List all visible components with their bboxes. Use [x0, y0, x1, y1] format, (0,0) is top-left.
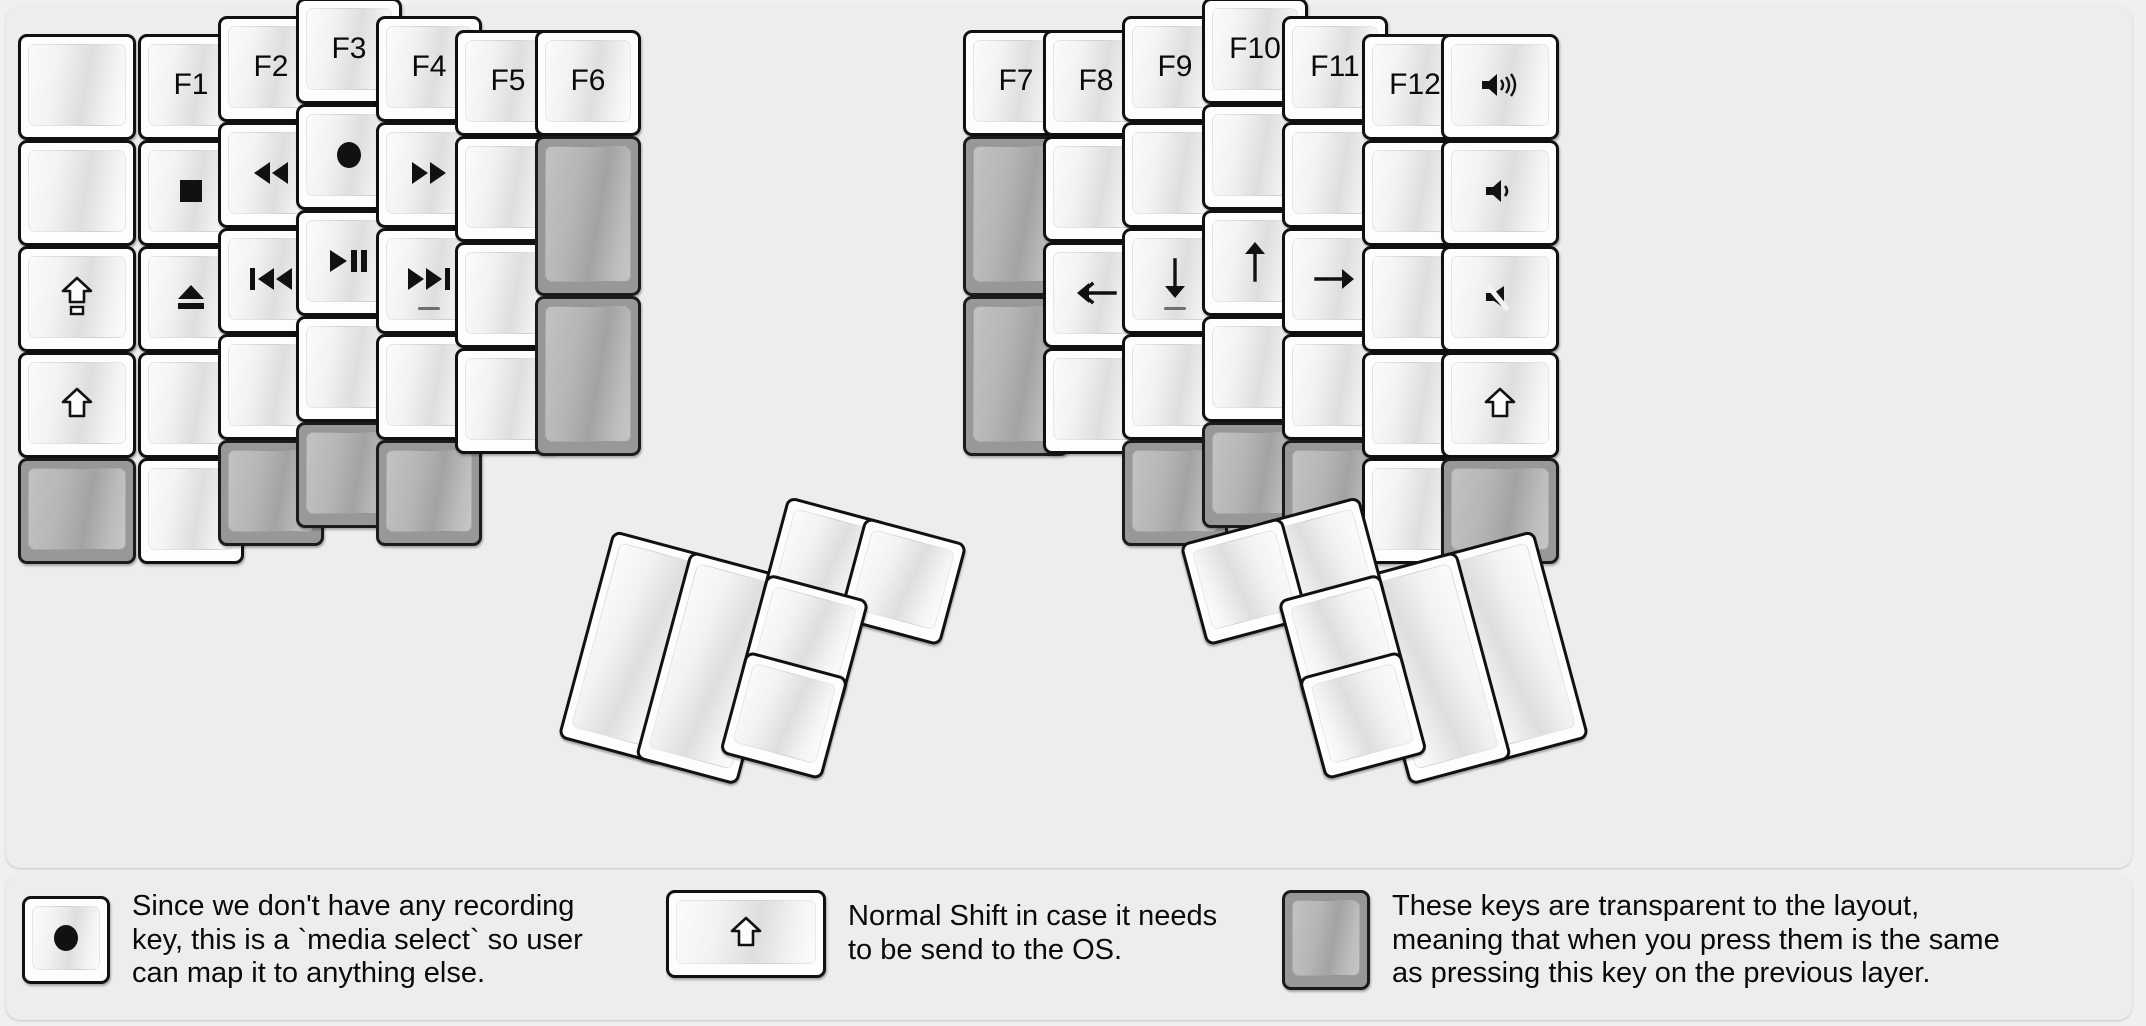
keycap-face	[386, 450, 472, 532]
keycap-label: F5	[490, 64, 526, 97]
keycap-label: F8	[1078, 64, 1114, 97]
keycap-face	[28, 468, 126, 550]
col-outer-right-key-3[interactable]	[1441, 246, 1559, 352]
prev-track-icon	[246, 264, 296, 294]
keycap-label: F10	[1229, 32, 1281, 65]
col-outer-right-key-1[interactable]	[1441, 34, 1559, 140]
volume-down-icon	[1482, 176, 1518, 206]
keycap-face	[676, 900, 816, 964]
caps-shift-icon	[61, 276, 93, 318]
keycap-label: F3	[331, 32, 367, 65]
keycap-face	[1451, 44, 1549, 126]
arrow-right-icon	[1312, 265, 1358, 293]
col-f6-key-2[interactable]	[535, 136, 641, 296]
record-icon	[49, 921, 83, 955]
legend-item-1: Since we don't have any recording key, t…	[22, 890, 583, 991]
keycap-face	[1451, 256, 1549, 338]
legend-keycap-2	[666, 890, 826, 978]
record-icon	[332, 138, 366, 172]
col-f4-key-5[interactable]	[376, 440, 482, 546]
rewind-icon	[249, 158, 293, 188]
keycap-label: F4	[411, 50, 447, 83]
col-outer-right-key-5[interactable]	[1441, 458, 1559, 564]
col-f6-key-1[interactable]: F6	[535, 30, 641, 136]
legend-text-1: Since we don't have any recording key, t…	[132, 890, 583, 990]
legend-keycap-3	[1282, 890, 1370, 991]
eject-icon	[174, 282, 208, 312]
next-track-icon	[404, 264, 454, 294]
keycap-face	[28, 150, 126, 232]
col-outer-left-key-5[interactable]	[18, 458, 136, 564]
keycap-tick-mark	[418, 307, 440, 310]
keycap-face	[28, 256, 126, 338]
col-outer-right-key-2[interactable]	[1441, 140, 1559, 246]
keycap-label: F6	[570, 64, 606, 97]
keycap-face	[732, 662, 837, 765]
col-f6-key-3[interactable]	[535, 296, 641, 456]
arrow-up-icon	[1241, 238, 1269, 284]
keycap-face	[32, 906, 100, 971]
keycap-face	[1451, 362, 1549, 444]
keycap-face	[1310, 662, 1415, 765]
arrow-left-icon	[1073, 279, 1119, 307]
keycap-face: F5	[465, 40, 551, 122]
legend-panel	[6, 874, 2132, 1020]
col-outer-right-key-4[interactable]	[1441, 352, 1559, 458]
keycap-face	[1451, 150, 1549, 232]
keycap-label: F9	[1157, 50, 1193, 83]
keycap-label: F7	[998, 64, 1034, 97]
keycap-face	[28, 362, 126, 444]
col-f5-key-3[interactable]	[455, 242, 561, 348]
legend-text-3: These keys are transparent to the layout…	[1392, 890, 2000, 990]
keycap-label: F11	[1310, 50, 1360, 83]
keycap-face	[851, 528, 956, 631]
col-outer-left-key-3[interactable]	[18, 246, 136, 352]
arrow-down-icon	[1161, 256, 1189, 302]
col-outer-left-key-2[interactable]	[18, 140, 136, 246]
keycap-face: F6	[545, 40, 631, 122]
legend-item-2: Normal Shift in case it needs to be send…	[666, 890, 1217, 978]
col-outer-left-key-4[interactable]	[18, 352, 136, 458]
shift-icon	[61, 386, 93, 420]
keycap-tick-mark	[1164, 307, 1186, 310]
stop-icon	[176, 176, 206, 206]
keycap-label: F12	[1389, 68, 1441, 101]
legend-key-sample	[666, 890, 826, 978]
legend-item-3: These keys are transparent to the layout…	[1282, 890, 2000, 991]
legend-keycap-1	[22, 896, 110, 985]
shift-icon	[1484, 386, 1516, 420]
legend-key-sample	[22, 896, 110, 985]
keycap-face	[1292, 900, 1360, 977]
keycap-face	[28, 44, 126, 126]
keycap-label: F1	[173, 68, 209, 101]
volume-mute-icon	[1482, 282, 1518, 312]
keycap-label: F2	[253, 50, 289, 83]
legend-key-sample	[1282, 890, 1370, 991]
col-outer-left-key-1[interactable]	[18, 34, 136, 140]
shift-icon	[730, 915, 762, 949]
keycap-face	[545, 146, 631, 282]
keycap-face	[545, 306, 631, 442]
play-pause-icon	[326, 246, 372, 276]
legend-text-2: Normal Shift in case it needs to be send…	[848, 900, 1218, 966]
fast-forward-icon	[407, 158, 451, 188]
volume-up-icon	[1478, 70, 1522, 100]
